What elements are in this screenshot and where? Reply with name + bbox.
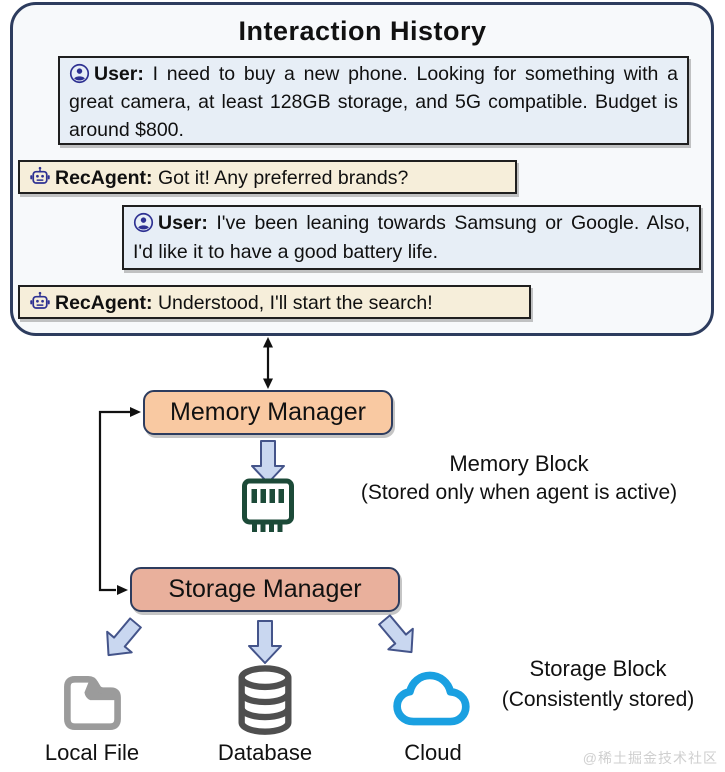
arrow-down-right-icon — [378, 614, 414, 654]
robot-icon — [29, 166, 51, 188]
message-text: I need to buy a new phone. Looking for s… — [69, 63, 678, 141]
database-label: Database — [217, 740, 313, 765]
storage-manager-label: Storage Manager — [168, 575, 362, 603]
arrow-down-left-icon — [106, 617, 142, 657]
user-message-1: User: I need to buy a new phone. Looking… — [58, 56, 689, 145]
memory-block-note: Memory Block (Stored only when agent is … — [336, 449, 702, 507]
storage-manager-box: Storage Manager — [130, 567, 400, 612]
cloud-label: Cloud — [404, 740, 462, 765]
storage-block-subtitle: (Consistently stored) — [501, 688, 695, 711]
memory-manager-label: Memory Manager — [170, 398, 366, 426]
storage-block-note: Storage Block (Consistently stored) — [470, 653, 725, 715]
speaker-label: RecAgent: — [55, 167, 153, 189]
cloud-icon — [393, 671, 470, 726]
local-file-label: Local File — [44, 740, 140, 765]
memory-chip-icon — [242, 478, 294, 532]
agent-message-2: RecAgent: Understood, I'll start the sea… — [18, 285, 531, 319]
speaker-label: User: — [94, 63, 144, 85]
user-icon — [133, 212, 154, 233]
message-text: I've been leaning towards Samsung or Goo… — [133, 212, 691, 263]
speaker-label: RecAgent: — [55, 292, 153, 314]
memory-block-title: Memory Block — [449, 451, 589, 476]
page-title: Interaction History — [238, 16, 487, 46]
arrow-down-icon — [251, 440, 285, 484]
memory-block-subtitle: (Stored only when agent is active) — [360, 481, 678, 504]
storage-block-title: Storage Block — [529, 656, 667, 681]
arrow-down-icon — [248, 620, 282, 664]
user-icon — [69, 63, 90, 84]
watermark: @稀土掘金技术社区 — [582, 750, 718, 766]
memory-manager-box: Memory Manager — [143, 390, 393, 435]
folder-icon — [64, 675, 121, 730]
speaker-label: User: — [158, 212, 208, 234]
user-message-2: User: I've been leaning towards Samsung … — [122, 205, 701, 270]
agent-message-1: RecAgent: Got it! Any preferred brands? — [18, 160, 517, 194]
robot-icon — [29, 291, 51, 313]
message-text: Understood, I'll start the search! — [157, 292, 433, 314]
message-text: Got it! Any preferred brands? — [157, 167, 409, 189]
database-icon — [238, 665, 292, 735]
